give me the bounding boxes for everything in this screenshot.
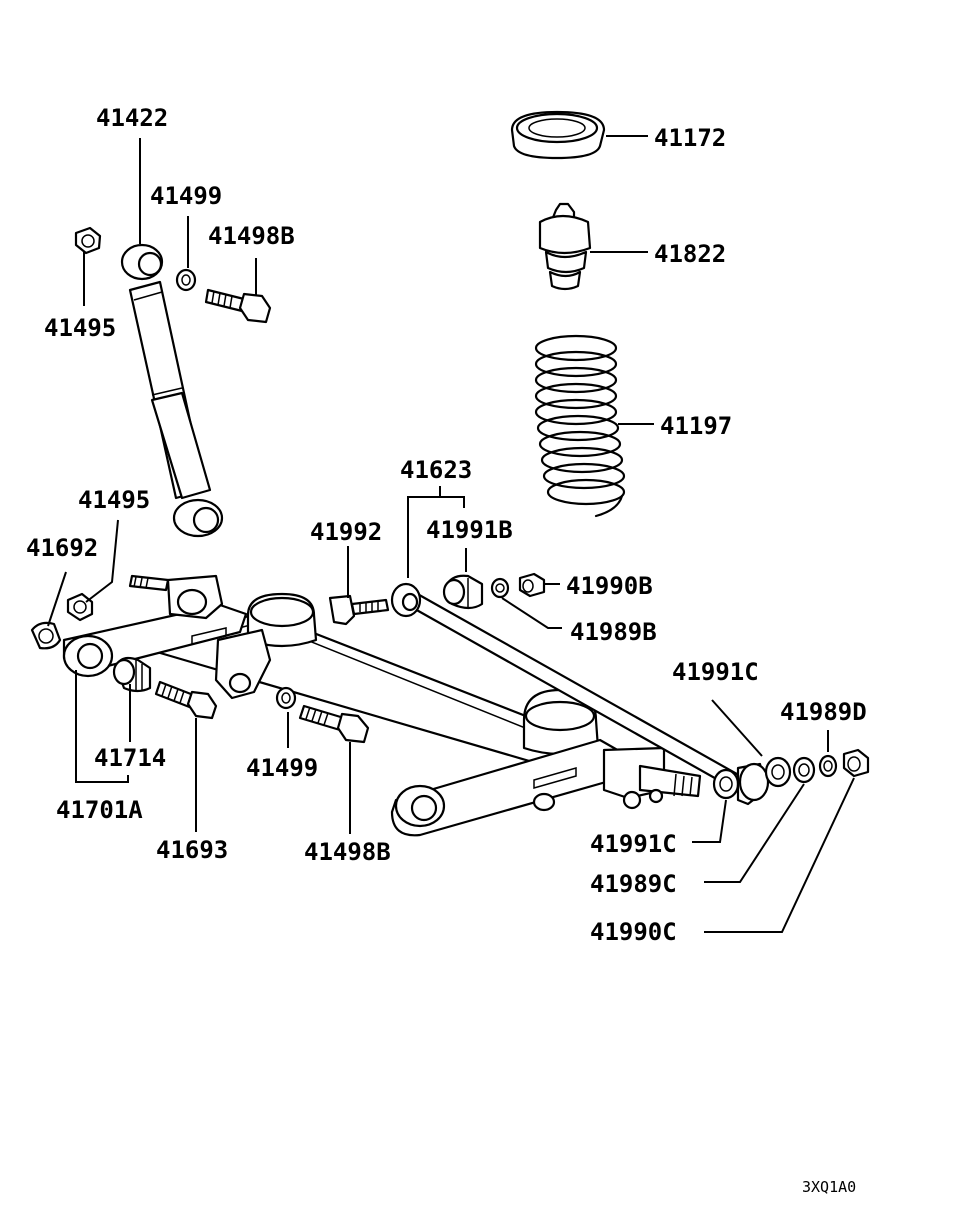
nut-41990b	[518, 572, 546, 598]
bushing-41991c-outer	[764, 756, 792, 788]
bump-stopper-41822	[538, 202, 592, 291]
label-41990c: 41990C	[590, 918, 677, 946]
label-41989c: 41989C	[590, 870, 677, 898]
washer-41989b	[490, 577, 510, 599]
bushing-41991b	[442, 574, 484, 610]
label-41990b: 41990B	[566, 572, 653, 600]
axle-beam-41701a	[62, 574, 702, 837]
label-41822: 41822	[654, 240, 726, 268]
washer-41989d	[818, 754, 838, 778]
label-41499-bottom: 41499	[246, 754, 318, 782]
label-41991c-bottom: 41991C	[590, 830, 677, 858]
washer-41989c	[792, 756, 816, 784]
label-41701a: 41701A	[56, 796, 143, 824]
label-41992: 41992	[310, 518, 382, 546]
bolt-41693	[154, 680, 218, 720]
bushing-41714	[112, 656, 152, 693]
label-41714: 41714	[94, 744, 166, 772]
label-41499-top: 41499	[150, 182, 222, 210]
label-41989d: 41989D	[780, 698, 867, 726]
label-41692: 41692	[26, 534, 98, 562]
label-41197: 41197	[660, 412, 732, 440]
nut-41990c	[842, 748, 870, 778]
label-41172: 41172	[654, 124, 726, 152]
label-41991b: 41991B	[426, 516, 513, 544]
label-41991c-top: 41991C	[672, 658, 759, 686]
label-41623: 41623	[400, 456, 472, 484]
leader-lines	[47, 135, 855, 933]
label-41498b-bottom: 41498B	[304, 838, 391, 866]
label-41422: 41422	[96, 104, 168, 132]
label-41495-mid: 41495	[78, 486, 150, 514]
label-41693: 41693	[156, 836, 228, 864]
label-41989b: 41989B	[570, 618, 657, 646]
bolt-41992	[328, 594, 390, 626]
bolt-41498b-bottom	[298, 704, 370, 744]
washer-41499-bottom	[275, 686, 297, 710]
bushing-41495-mid	[66, 592, 94, 622]
bushing-41495-top	[74, 226, 102, 255]
bushing-41991c-inner	[712, 762, 770, 806]
spring-seat-41172	[510, 110, 606, 160]
label-41495-top: 41495	[44, 314, 116, 342]
washer-41499-top	[175, 268, 197, 292]
diagram-code: 3XQ1A0	[802, 1178, 856, 1196]
label-41498b-top: 41498B	[208, 222, 295, 250]
coil-spring-41197	[534, 334, 626, 518]
part-labels: 41422 41499 41498B 41495 41172 41822 411…	[26, 104, 867, 1196]
lateral-rod-41623	[390, 582, 746, 792]
bushing-41692	[30, 621, 62, 650]
bolt-41498b-top	[204, 288, 272, 324]
shock-absorber-41422	[120, 243, 224, 538]
